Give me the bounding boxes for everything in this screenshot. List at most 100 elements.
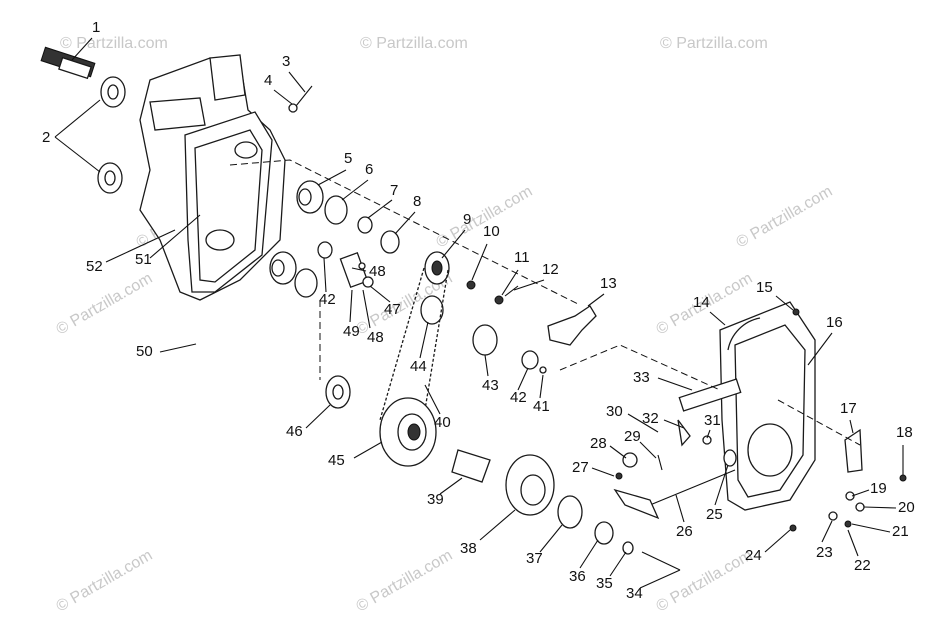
- leader-line: [627, 413, 659, 433]
- leader-line: [663, 419, 685, 429]
- leader-line: [709, 311, 726, 326]
- input-shaft: [40, 46, 96, 80]
- leader-line: [591, 467, 615, 477]
- callout-27: 27: [572, 459, 589, 476]
- leader-line: [273, 89, 293, 105]
- leader-line: [367, 199, 393, 219]
- upper-bearing-stack: [296, 180, 400, 254]
- leader-line: [349, 289, 353, 323]
- callout-15: 15: [756, 279, 773, 296]
- callout-36: 36: [569, 568, 586, 585]
- callout-11: 11: [514, 249, 530, 266]
- callout-24: 24: [745, 547, 762, 564]
- leader-line: [609, 445, 627, 459]
- watermark-text: © Partzilla.com: [354, 547, 456, 616]
- watermark-text: © Partzilla.com: [360, 35, 468, 52]
- leader-line: [305, 404, 331, 429]
- left-housing: [139, 54, 286, 301]
- shift-tube: [678, 378, 742, 412]
- callout-31: 31: [704, 412, 721, 429]
- cover-plate: [789, 308, 907, 532]
- callout-12: 12: [542, 261, 559, 278]
- callout-46: 46: [286, 423, 303, 440]
- leader-line: [369, 285, 391, 303]
- watermark-text: © Partzilla.com: [660, 35, 768, 52]
- callout-37: 37: [526, 550, 543, 567]
- center-lines: [229, 159, 861, 446]
- leader-line: [847, 529, 859, 557]
- leader-line: [149, 214, 201, 259]
- leader-line: [579, 539, 599, 569]
- leader-line: [807, 332, 833, 366]
- callout-30: 30: [606, 403, 623, 420]
- callout-26: 26: [676, 523, 693, 540]
- shift-lever: [613, 419, 737, 520]
- watermark-text: © Partzilla.com: [654, 547, 756, 616]
- callout-45: 45: [328, 452, 345, 469]
- large-washer: [325, 375, 351, 409]
- leader-line: [539, 374, 544, 399]
- callout-42b: 42: [510, 389, 527, 406]
- callout-13: 13: [600, 275, 617, 292]
- callout-35: 35: [596, 575, 613, 592]
- leader-line: [714, 464, 729, 506]
- callout-34: 34: [626, 585, 643, 602]
- leader-line: [851, 489, 870, 497]
- drive-chain: [379, 267, 449, 441]
- callout-22: 22: [854, 557, 871, 574]
- callout-17: 17: [840, 400, 857, 417]
- leader-line: [863, 506, 897, 509]
- callout-16: 16: [826, 314, 843, 331]
- callout-10: 10: [483, 223, 500, 240]
- leader-line: [54, 136, 101, 173]
- callout-48: 48: [369, 263, 386, 280]
- leader-line: [657, 377, 693, 391]
- leader-line: [851, 523, 891, 533]
- callout-labels: 1234567891011121314151617181920212223242…: [42, 19, 915, 602]
- leader-line: [484, 354, 489, 377]
- callout-33: 33: [633, 369, 650, 386]
- leader-line: [54, 99, 101, 138]
- callout-8: 8: [413, 193, 421, 210]
- watermark-text: © Partzilla.com: [54, 270, 156, 339]
- leader-line: [419, 321, 429, 359]
- callout-43: 43: [482, 377, 499, 394]
- lower-sprocket: [379, 397, 437, 467]
- leader-line: [341, 179, 369, 201]
- leader-line: [513, 279, 545, 291]
- callout-47: 47: [384, 301, 401, 318]
- callout-1: 1: [92, 19, 100, 36]
- callout-4: 4: [264, 72, 272, 89]
- callout-32: 32: [642, 410, 659, 427]
- leader-line: [501, 269, 519, 296]
- callout-50: 50: [136, 343, 153, 360]
- leader-line: [394, 211, 416, 235]
- leader-line: [471, 243, 488, 281]
- bolt-and-washer: [288, 85, 313, 113]
- leader-line: [424, 384, 441, 415]
- callout-28: 28: [590, 435, 607, 452]
- callout-2: 2: [42, 129, 50, 146]
- callout-40: 40: [434, 414, 451, 431]
- callout-48b: 48: [367, 329, 384, 346]
- leader-line: [587, 293, 605, 307]
- leader-line: [639, 441, 657, 459]
- leader-line: [441, 229, 466, 259]
- leader-line: [159, 343, 197, 353]
- callout-6: 6: [365, 161, 373, 178]
- callout-5: 5: [344, 150, 352, 167]
- leader-line: [849, 419, 854, 434]
- watermark-text: © Partzilla.com: [54, 547, 156, 616]
- leader-line: [351, 267, 367, 272]
- leader-line: [439, 477, 463, 495]
- callout-21: 21: [892, 523, 909, 540]
- callout-44: 44: [410, 358, 427, 375]
- callout-14: 14: [693, 294, 710, 311]
- lower-bearing-stack: [269, 241, 333, 298]
- leader-line: [479, 509, 516, 541]
- seal-pair: [97, 76, 126, 194]
- callout-51: 51: [135, 251, 152, 268]
- watermark-text: © Partzilla.com: [434, 183, 536, 252]
- callout-25: 25: [706, 506, 723, 523]
- leader-line: [706, 429, 711, 439]
